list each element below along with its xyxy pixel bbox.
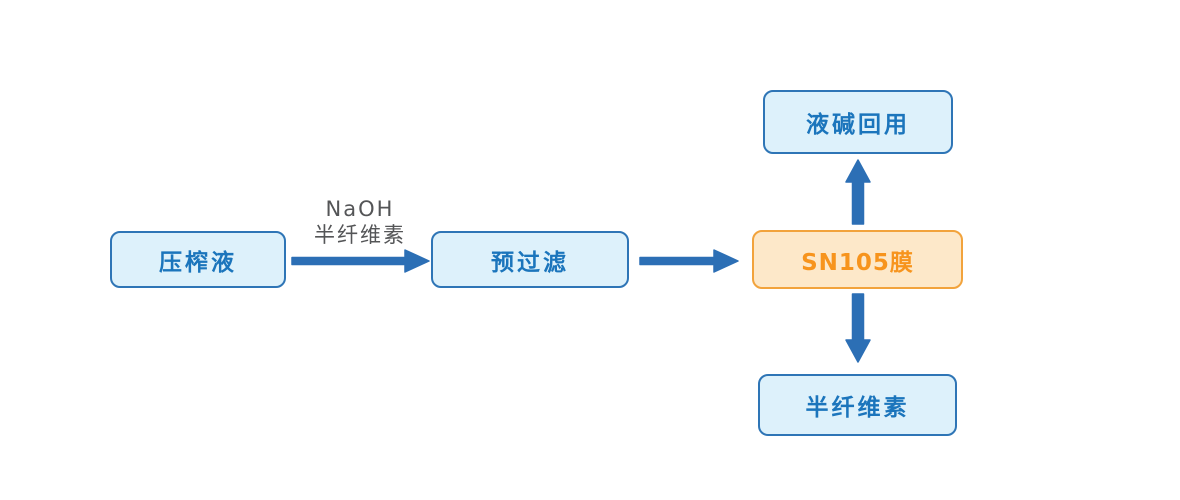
node-caustic-reuse: 液碱回用 (763, 90, 953, 154)
node-hemicellulose: 半纤维素 (758, 374, 957, 436)
node-pressed-liquid: 压榨液 (110, 231, 286, 288)
arrow-sn105-to-caustic-reuse (845, 159, 871, 225)
node-pressed-liquid-label: 压榨液 (159, 249, 237, 276)
edge-label-line-naoh: NaOH (325, 197, 395, 221)
arrow-pressed-liquid-to-prefilter (291, 249, 430, 273)
node-sn105-membrane-label: SN105膜 (801, 249, 914, 276)
node-sn105-membrane: SN105膜 (752, 230, 963, 289)
node-prefilter: 预过滤 (431, 231, 629, 288)
arrow-sn105-to-hemicellulose (845, 293, 871, 363)
edge-label-naoh-hemicellulose: NaOH 半纤维素 (275, 196, 445, 248)
node-prefilter-label: 预过滤 (491, 249, 569, 276)
edge-label-line-hemicellulose: 半纤维素 (314, 223, 406, 247)
node-hemicellulose-label: 半纤维素 (805, 395, 910, 421)
arrow-prefilter-to-sn105 (639, 249, 739, 273)
node-caustic-reuse-label: 液碱回用 (806, 112, 910, 138)
